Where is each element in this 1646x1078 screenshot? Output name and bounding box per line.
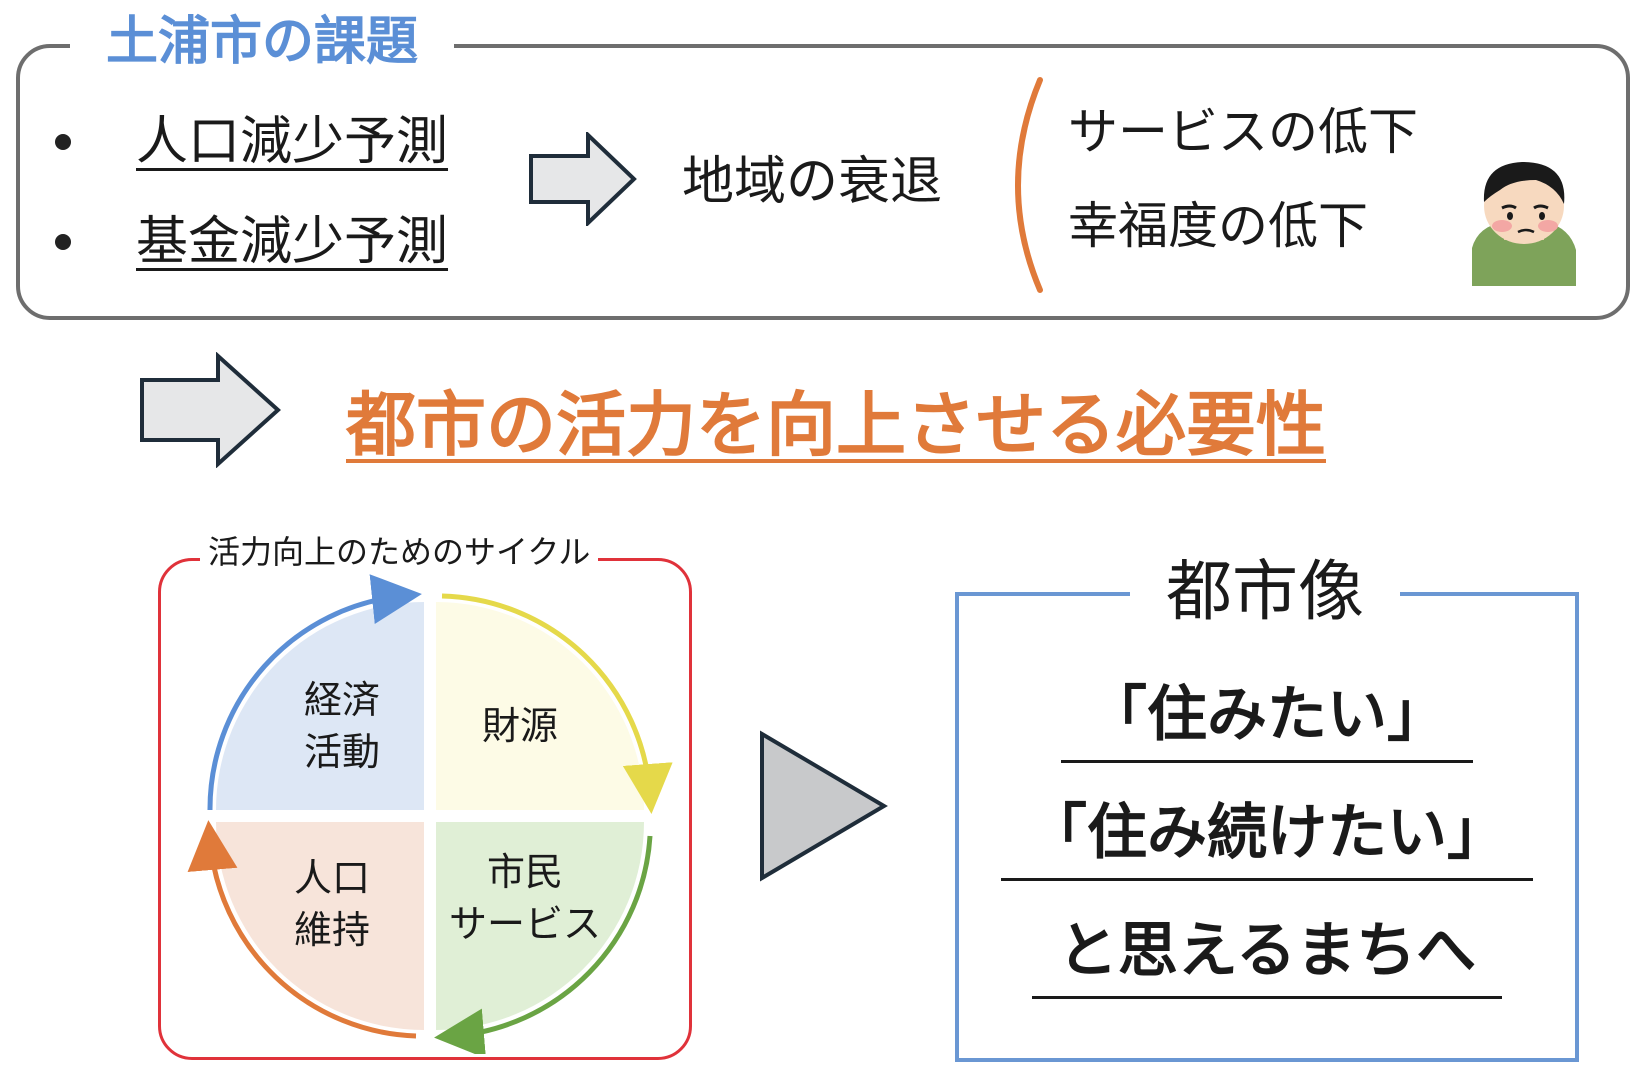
quad-label-revenue: 財源 — [481, 704, 558, 748]
city-line-want-to-live: 「住みたい」 — [955, 680, 1579, 763]
cycle-diagram — [187, 574, 673, 1054]
effect-service: サービスの低下 — [1068, 103, 1418, 161]
problem-title: 土浦市の課題 — [70, 4, 455, 80]
quadrant-revenue — [436, 602, 644, 810]
cycle-arrow-orange — [187, 820, 417, 1039]
problem-box — [16, 44, 1630, 320]
city-line-keep-living: 「住み続けたい」 — [955, 798, 1579, 881]
arrow-right-icon — [140, 352, 281, 468]
quadrant-population — [216, 822, 424, 1030]
worried-person-icon — [1472, 162, 1576, 286]
bullet-dot — [55, 234, 71, 250]
need-statement: 都市の活力を向上させる必要性 — [346, 384, 1326, 466]
cycle-arrow-blue — [207, 574, 422, 811]
quadrant-services — [436, 822, 644, 1030]
quadrant-economy — [216, 602, 424, 810]
bullet-dot — [55, 134, 71, 150]
city-line-such-a-town: と思えるまちへ — [955, 916, 1579, 999]
city-vision-title: 都市像 — [1130, 550, 1400, 634]
cycle-title: 活力向上のためのサイクル — [200, 530, 599, 574]
cycle-arrow-yellow — [441, 593, 673, 814]
cycle-arrow-green — [434, 835, 653, 1054]
bullet-population: 人口減少予測 — [136, 112, 449, 172]
regional-decline: 地域の衰退 — [682, 152, 943, 212]
effect-happiness: 幸福度の低下 — [1068, 197, 1368, 255]
quad-label-population: 人口 維持 — [293, 856, 370, 952]
bracket-icon — [1015, 77, 1043, 293]
bullet-fund: 基金減少予測 — [136, 212, 449, 272]
play-triangle-icon — [760, 730, 888, 882]
arrow-right-icon — [529, 132, 637, 226]
quad-label-economy: 経済 活動 — [303, 678, 380, 774]
quad-label-services: 市民 サービス — [448, 850, 601, 946]
